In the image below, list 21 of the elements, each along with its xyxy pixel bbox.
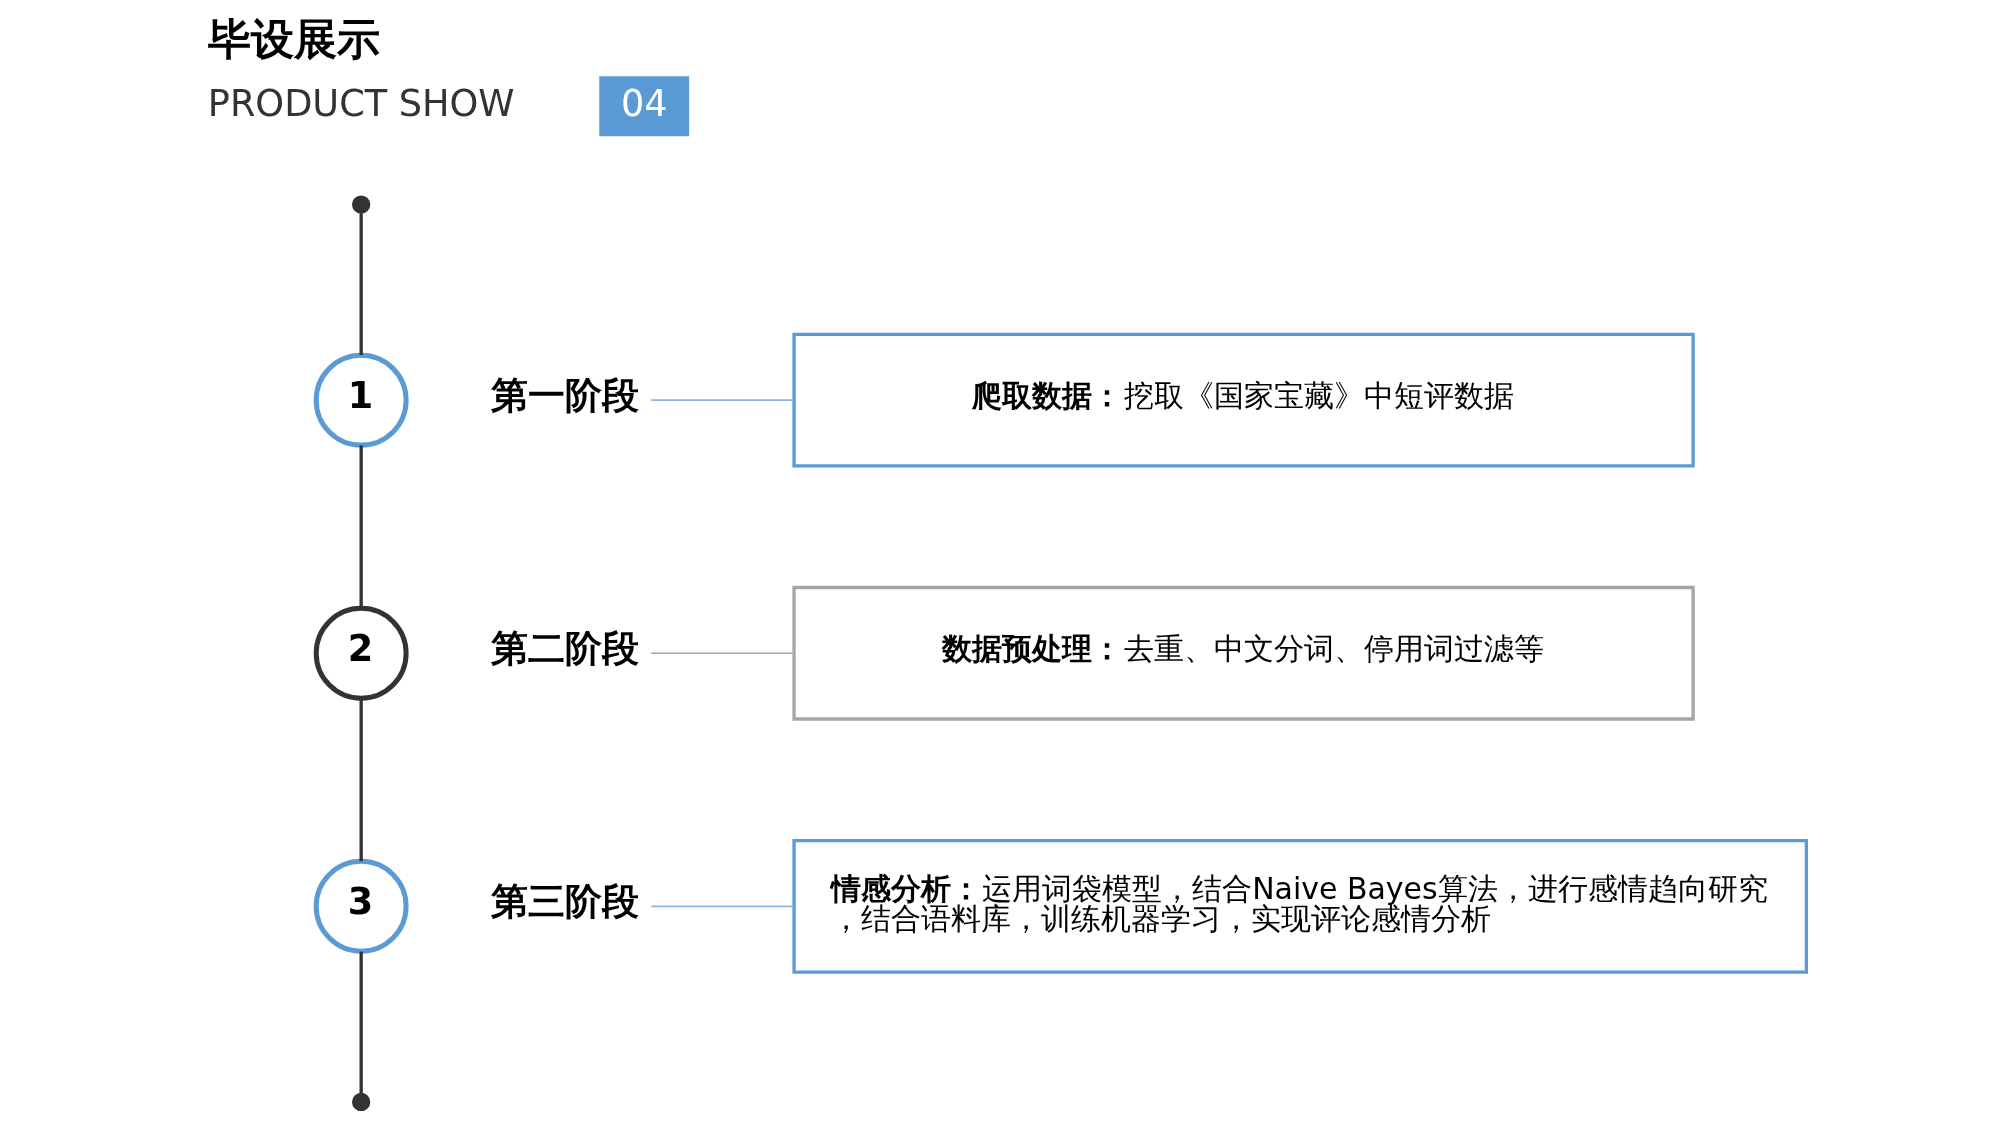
connector bbox=[649, 905, 795, 908]
label: 04 bbox=[620, 81, 667, 125]
node-circle bbox=[351, 195, 370, 214]
connector bbox=[359, 698, 363, 862]
node-box: 数据预处理：去重、中文分词、停用词过滤等 bbox=[791, 585, 1695, 721]
label: PRODUCT SHOW bbox=[207, 81, 514, 125]
node-box: 情感分析：运用词袋模型，结合Naive Bayes算法，进行感情趋向研究，结合语料库，训练机器学习，实现评论感情分析 bbox=[791, 838, 1808, 974]
diagram-title: 毕设展示 bbox=[207, 14, 380, 65]
connector bbox=[359, 445, 363, 609]
node-circle: 1 bbox=[313, 352, 409, 448]
node-text: 第三阶段 bbox=[490, 879, 639, 923]
connector bbox=[649, 652, 794, 655]
node-text: 第二阶段 bbox=[490, 626, 639, 670]
node-circle bbox=[351, 1092, 370, 1112]
connector bbox=[359, 213, 363, 355]
connector bbox=[649, 399, 794, 401]
node-text: 第一阶段 bbox=[490, 373, 639, 417]
node-circle: 3 bbox=[313, 858, 409, 954]
node-box: 爬取数据：挖取《国家宝藏》中短评数据 bbox=[791, 332, 1695, 468]
node-circle: 2 bbox=[313, 605, 409, 701]
connector bbox=[359, 951, 363, 1094]
